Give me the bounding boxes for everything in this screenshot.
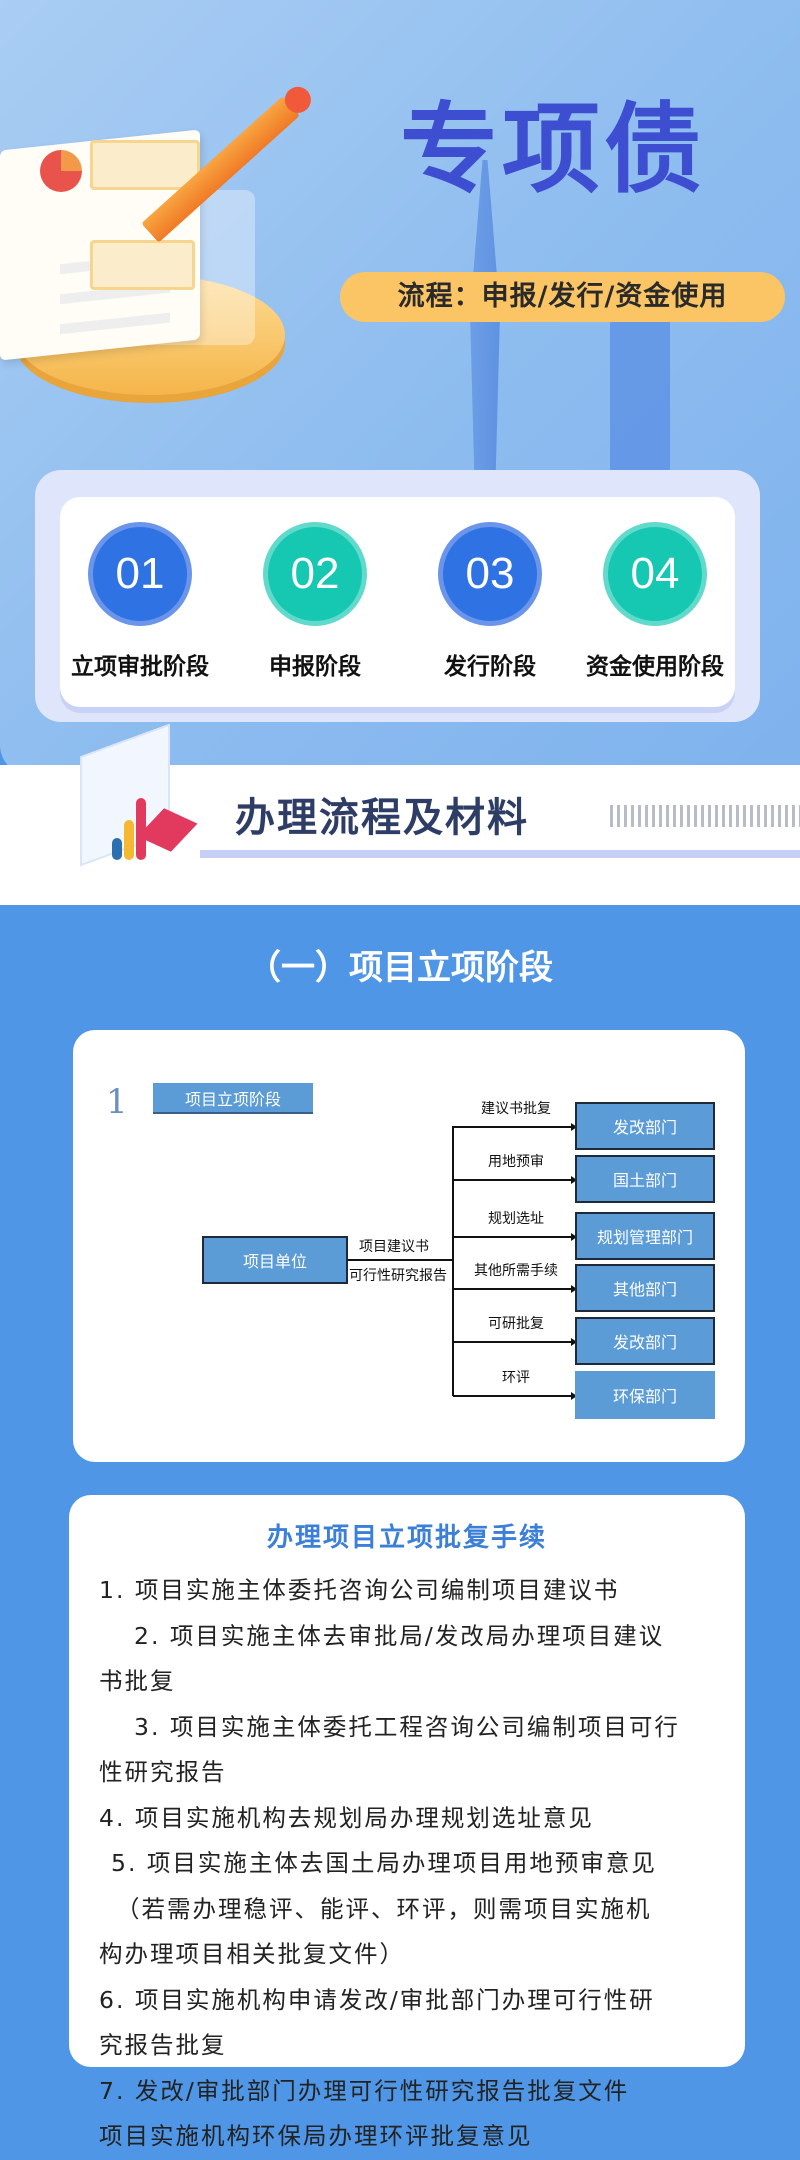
diagram-index: 1 xyxy=(106,1082,128,1122)
procedures-title: 办理项目立项批复手续 xyxy=(266,1523,547,1553)
stage-item[interactable]: 03 发行阶段 xyxy=(405,527,575,681)
decorative-stripes xyxy=(610,805,800,827)
stage-number: 04 xyxy=(608,527,702,621)
stage-label: 申报阶段 xyxy=(269,654,361,680)
procedure-line: 1. 项目实施主体委托咨询公司编制项目建议书 xyxy=(99,1576,620,1604)
branch-label: 规划选址 xyxy=(488,1211,544,1227)
department-node: 国土部门 xyxy=(575,1155,715,1203)
diagram-heading: 项目立项阶段 xyxy=(153,1083,313,1114)
process-subtitle: 流程：申报/发行/资金使用 xyxy=(340,272,785,322)
branch-arrow xyxy=(453,1392,577,1400)
procedure-line: 构办理项目相关批复文件） xyxy=(99,1940,405,1968)
department-node: 发改部门 xyxy=(575,1317,715,1365)
branch-label: 建议书批复 xyxy=(481,1101,551,1117)
branch-arrow xyxy=(453,1233,577,1241)
procedure-line: 2. 项目实施主体去审批局/发改局办理项目建议 xyxy=(134,1621,665,1650)
stage-title: （一）项目立项阶段 xyxy=(247,948,553,988)
branch-arrow xyxy=(453,1338,577,1346)
branch-label: 可研批复 xyxy=(488,1316,544,1332)
stage-label: 发行阶段 xyxy=(444,654,536,680)
stage-item[interactable]: 01 立项审批阶段 xyxy=(55,527,225,681)
branch-arrow xyxy=(453,1285,577,1293)
branch-arrow xyxy=(453,1123,577,1131)
procedure-line: 3. 项目实施主体委托工程咨询公司编制项目可行 xyxy=(134,1712,680,1741)
branch-label: 环评 xyxy=(502,1370,530,1386)
department-node: 环保部门 xyxy=(575,1371,715,1419)
link-label-top: 项目建议书 xyxy=(359,1239,429,1255)
connector-line xyxy=(348,1259,453,1261)
department-node: 规划管理部门 xyxy=(575,1212,715,1260)
stage-label: 资金使用阶段 xyxy=(586,654,724,680)
city-skyline-illustration xyxy=(440,100,800,500)
procedure-line: 5. 项目实施主体去国土局办理项目用地预审意见 xyxy=(111,1849,657,1877)
department-node: 发改部门 xyxy=(575,1102,715,1150)
stages-card: 01 立项审批阶段 02 申报阶段 03 发行阶段 04 资金使用阶段 xyxy=(60,497,735,707)
branch-label: 其他所需手续 xyxy=(474,1263,558,1279)
source-node: 项目单位 xyxy=(202,1236,348,1284)
bar-chart-icon xyxy=(112,790,152,860)
department-node: 其他部门 xyxy=(575,1264,715,1312)
procedure-line: 性研究报告 xyxy=(99,1758,227,1786)
page-title: 专项债 xyxy=(400,93,707,207)
hero-banner: 专项债 流程：申报/发行/资金使用 01 立项审批阶段 02 申报阶段 03 发行阶段… xyxy=(0,0,800,775)
section-header: 办理流程及材料 xyxy=(235,795,529,841)
procedure-line: （若需办理稳评、能评、环评，则需项目实施机 xyxy=(116,1894,652,1923)
stage-number: 02 xyxy=(268,527,362,621)
link-label-bottom: 可行性研究报告 xyxy=(349,1268,447,1284)
flow-diagram-card: 1 项目立项阶段 项目单位 项目建议书 可行性研究报告 建议书批复 发改部门 用… xyxy=(73,1030,745,1462)
procedures-card: 办理项目立项批复手续 1. 项目实施主体委托咨询公司编制项目建议书 2. 项目实施… xyxy=(69,1495,745,2150)
procedure-line: 6. 项目实施机构申请发改/审批部门办理可行性研 xyxy=(99,1985,655,2014)
branch-label: 用地预审 xyxy=(488,1154,544,1170)
stage-label: 立项审批阶段 xyxy=(71,654,209,680)
procedure-line: 4. 项目实施机构去规划局办理规划选址意见 xyxy=(99,1803,594,1832)
stage-number: 03 xyxy=(443,527,537,621)
pie-chart-icon xyxy=(40,150,82,192)
trunk-line xyxy=(452,1126,454,1396)
procedure-line: 书批复 xyxy=(99,1667,176,1695)
procedure-line: 项目实施机构环保局办理环评批复意见 xyxy=(99,2122,533,2150)
stage-number: 01 xyxy=(93,527,187,621)
procedure-line: 7. 发改/审批部门办理可行性研究报告批复文件 xyxy=(99,2076,630,2105)
procedure-line: 究报告批复 xyxy=(99,2031,227,2059)
stage-item[interactable]: 02 申报阶段 xyxy=(230,527,400,681)
branch-arrow xyxy=(453,1176,577,1184)
stage-item[interactable]: 04 资金使用阶段 xyxy=(570,527,740,681)
